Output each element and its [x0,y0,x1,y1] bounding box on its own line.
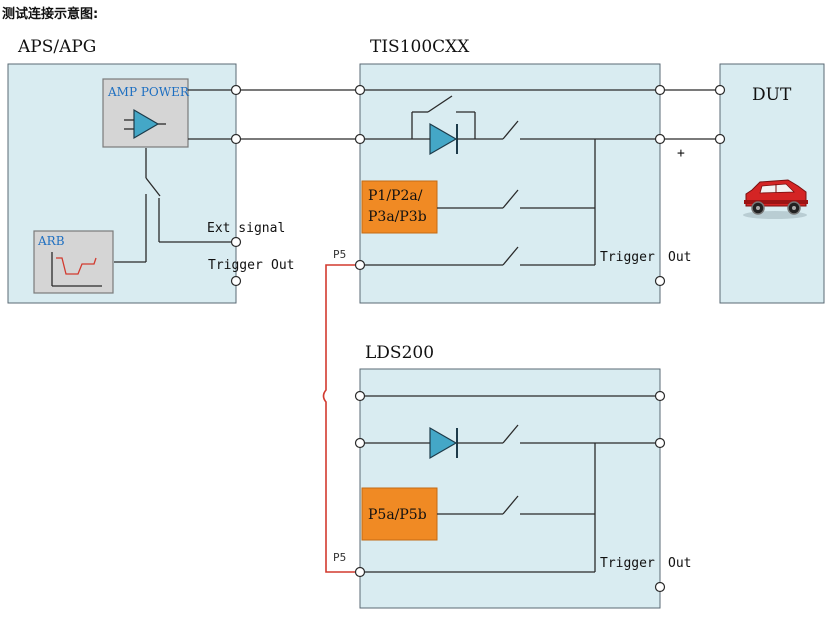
tis-p5-terminal [354,259,366,271]
aps-terminal-1 [230,84,242,96]
aps-ext-signal-label: Ext signal [207,221,285,236]
tis-p5-label: P5 [333,248,346,261]
tis-title: TIS100CXX [370,37,470,57]
lds-pulse-module: P5a/P5b [361,487,438,541]
lds-diode-branch [360,424,660,460]
lds-p-label: P5a/P5b [368,507,427,523]
aps-title: APS/APG [17,37,96,57]
aps-trigger-label: Trigger [208,258,263,273]
lds-terminal-out-1 [654,390,666,402]
tis-p-label-2: P3a/P3b [368,209,427,225]
amplifier-icon [124,108,166,140]
aps-terminal-2 [230,133,242,145]
lds-title: LDS200 [365,343,434,363]
tis-trigger-out-terminal [654,275,666,287]
lds-terminal-1 [354,390,366,402]
lds-trigger-out-terminal [654,581,666,593]
tis-p-label-1: P1/P2a/ [368,188,423,204]
tis-terminal-out-1 [654,84,666,96]
tis-trigger-label: Trigger [600,250,655,265]
tis-out-label: Out [668,250,691,265]
lds-out-label: Out [668,556,691,571]
dut-terminal-1 [714,84,726,96]
tis-diode-branch [360,95,660,156]
lds-diode-icon [429,426,458,460]
diagram-title: 测试连接示意图: [2,6,98,22]
amp-power-module: AMP POWER [102,78,190,148]
aps-ext-signal-terminal [230,236,242,248]
aps-trigger-out-terminal [230,275,242,287]
car-icon [743,179,808,219]
tis-terminal-in-1 [354,84,366,96]
arb-label: ARB [37,234,65,248]
lds-terminal-out-2 [654,437,666,449]
aps-selector-switch [114,148,236,263]
dut-plus-label: + [677,146,685,161]
arb-module: ARB [33,230,114,294]
tis-terminal-out-2 [654,133,666,145]
dut-terminal-2 [714,133,726,145]
lds-p5-terminal [354,566,366,578]
p5-link-cable [322,264,355,573]
waveform-icon [51,252,102,287]
tis-terminal-in-2 [354,133,366,145]
lds-p5-label: P5 [333,551,346,564]
tis-pulse-module: P1/P2a/ P3a/P3b [361,180,438,234]
lds-trigger-label: Trigger [600,556,655,571]
lds-terminal-2 [354,437,366,449]
dut-title: DUT [752,85,792,105]
aps-out-label: Out [271,258,294,273]
amp-power-label: AMP POWER [107,85,190,99]
